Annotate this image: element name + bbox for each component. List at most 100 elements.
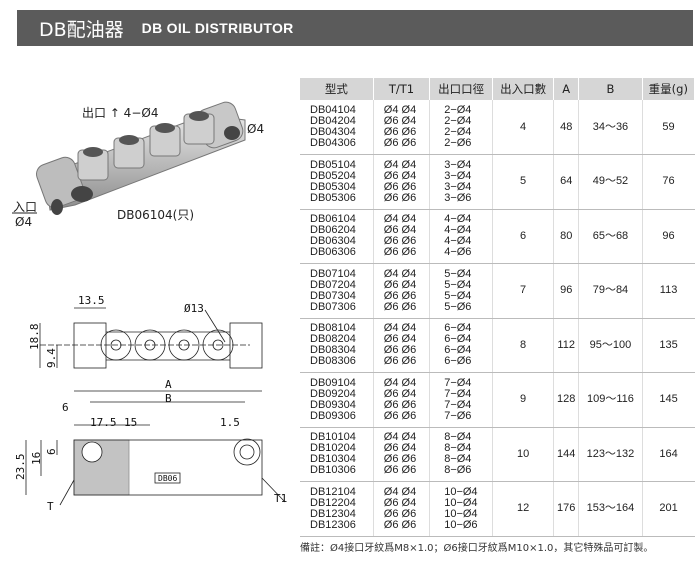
header-weight: 重量(g)	[642, 78, 696, 100]
weight-cell: 135	[642, 318, 695, 373]
outlet-cell-line: 6−Ø6	[444, 355, 472, 368]
model-cell-line: DB05306	[310, 191, 356, 204]
a-cell: 112	[553, 318, 580, 373]
t-t1-cell-line: Ø4 Ø4	[383, 376, 417, 389]
model-cell-line: DB06104	[310, 213, 356, 226]
outlet-cell-line: 10−Ø4	[444, 507, 478, 520]
title-cn: DB配油器	[39, 18, 124, 41]
outlet-cell-line: 2−Ø4	[444, 126, 472, 138]
port-count-cell: 4	[492, 100, 555, 155]
model-cell-line: DB10304	[310, 453, 356, 466]
model-label: DB06104(只)	[117, 208, 195, 222]
outlet-cell-line: 7−Ø4	[444, 376, 472, 389]
inlet-label: 入口	[13, 200, 38, 214]
outlet-cell-line: 5−Ø4	[444, 267, 472, 280]
model-cell-line: DB10204	[310, 442, 356, 455]
model-cell-line: DB10104	[310, 431, 356, 444]
header-t-t1: T/T1	[373, 78, 431, 100]
dim-18-8: 18.8	[28, 324, 41, 351]
model-cell-line: DB04304	[310, 126, 356, 138]
port-count-cell: 12	[492, 481, 555, 537]
model-cell-line: DB12304	[310, 507, 356, 520]
t-t1-cell-line: Ø6 Ø6	[383, 518, 417, 531]
weight-cell: 145	[642, 372, 695, 428]
a-cell: 80	[553, 209, 580, 264]
t-t1-cell-line: Ø6 Ø6	[383, 289, 417, 302]
header-a: A	[553, 78, 580, 100]
outlet-cell-line: 2−Ø4	[444, 104, 472, 116]
b-cell: 153～164	[578, 481, 643, 537]
dim-9-4: 9.4	[45, 348, 58, 368]
port-count-cell: 10	[492, 427, 555, 482]
outlet-cell-line: 5−Ø4	[444, 289, 472, 302]
outlet-cell-line: 8−Ø4	[444, 431, 472, 444]
t-t1-cell-line: Ø6 Ø6	[383, 126, 417, 138]
b-cell: 109～116	[578, 372, 643, 428]
outlet-cell-line: 4−Ø4	[444, 224, 472, 237]
model-cell-line: DB09304	[310, 398, 356, 411]
outlet-cell-line: 4−Ø6	[444, 246, 472, 259]
model-cell-line: DB10306	[310, 464, 356, 477]
t-t1-cell-line: Ø4 Ø4	[383, 322, 417, 335]
dim-B: B	[165, 392, 172, 405]
model-cell-line: DB08306	[310, 355, 356, 368]
t-t1-cell-line: Ø6 Ø4	[383, 496, 417, 509]
weight-cell: 76	[642, 154, 695, 210]
port-count-cell: 7	[492, 263, 555, 319]
t-t1-cell-line: Ø6 Ø4	[383, 387, 417, 400]
header-outlet-size: 出口口徑	[429, 78, 494, 100]
port-count-cell: 6	[492, 209, 555, 264]
model-cell-line: DB12204	[310, 496, 356, 509]
t-t1-cell-line: Ø6 Ø4	[383, 169, 417, 182]
model-cell-line: DB08304	[310, 344, 356, 357]
t-t1-cell-line: Ø6 Ø6	[383, 409, 417, 422]
t-t1-cell-line: Ø6 Ø6	[383, 344, 417, 357]
header-port-count: 出入口數	[492, 78, 555, 100]
t-t1-cell-line: Ø6 Ø6	[383, 137, 417, 149]
t-t1-cell-line: Ø6 Ø4	[383, 115, 417, 127]
b-cell: 123～132	[578, 427, 643, 482]
weight-cell: 201	[642, 481, 695, 537]
t-t1-cell-line: Ø6 Ø4	[383, 333, 417, 346]
model-cell-line: DB04204	[310, 115, 356, 127]
outlet-cell-line: 10−Ø4	[444, 485, 478, 498]
dim-23-5: 23.5	[14, 454, 27, 481]
a-cell: 144	[553, 427, 580, 482]
a-cell: 128	[553, 372, 580, 428]
t-t1-cell-line: Ø6 Ø6	[383, 398, 417, 411]
t-t1-cell-line: Ø6 Ø6	[383, 191, 417, 204]
model-cell-line: DB09204	[310, 387, 356, 400]
t-t1-cell-line: Ø6 Ø6	[383, 355, 417, 368]
dim-17-5: 17.5	[90, 416, 117, 429]
label-T: T	[47, 500, 54, 513]
t-t1-cell-line: Ø6 Ø4	[383, 442, 417, 455]
title-en: DB OIL DISTRIBUTOR	[141, 20, 294, 36]
a-cell: 96	[553, 263, 580, 319]
outlet-cell-line: 8−Ø4	[444, 453, 472, 466]
model-cell-line: DB05304	[310, 180, 356, 193]
t-t1-cell-line: Ø6 Ø6	[383, 246, 417, 259]
model-cell-line: DB07306	[310, 300, 356, 313]
outlet-cell-line: 3−Ø4	[444, 169, 472, 182]
b-cell: 34～36	[578, 100, 643, 155]
side-port-label: Ø4	[247, 122, 265, 136]
t-t1-cell-line: Ø6 Ø4	[383, 224, 417, 237]
outlet-cell-line: 3−Ø4	[444, 180, 472, 193]
